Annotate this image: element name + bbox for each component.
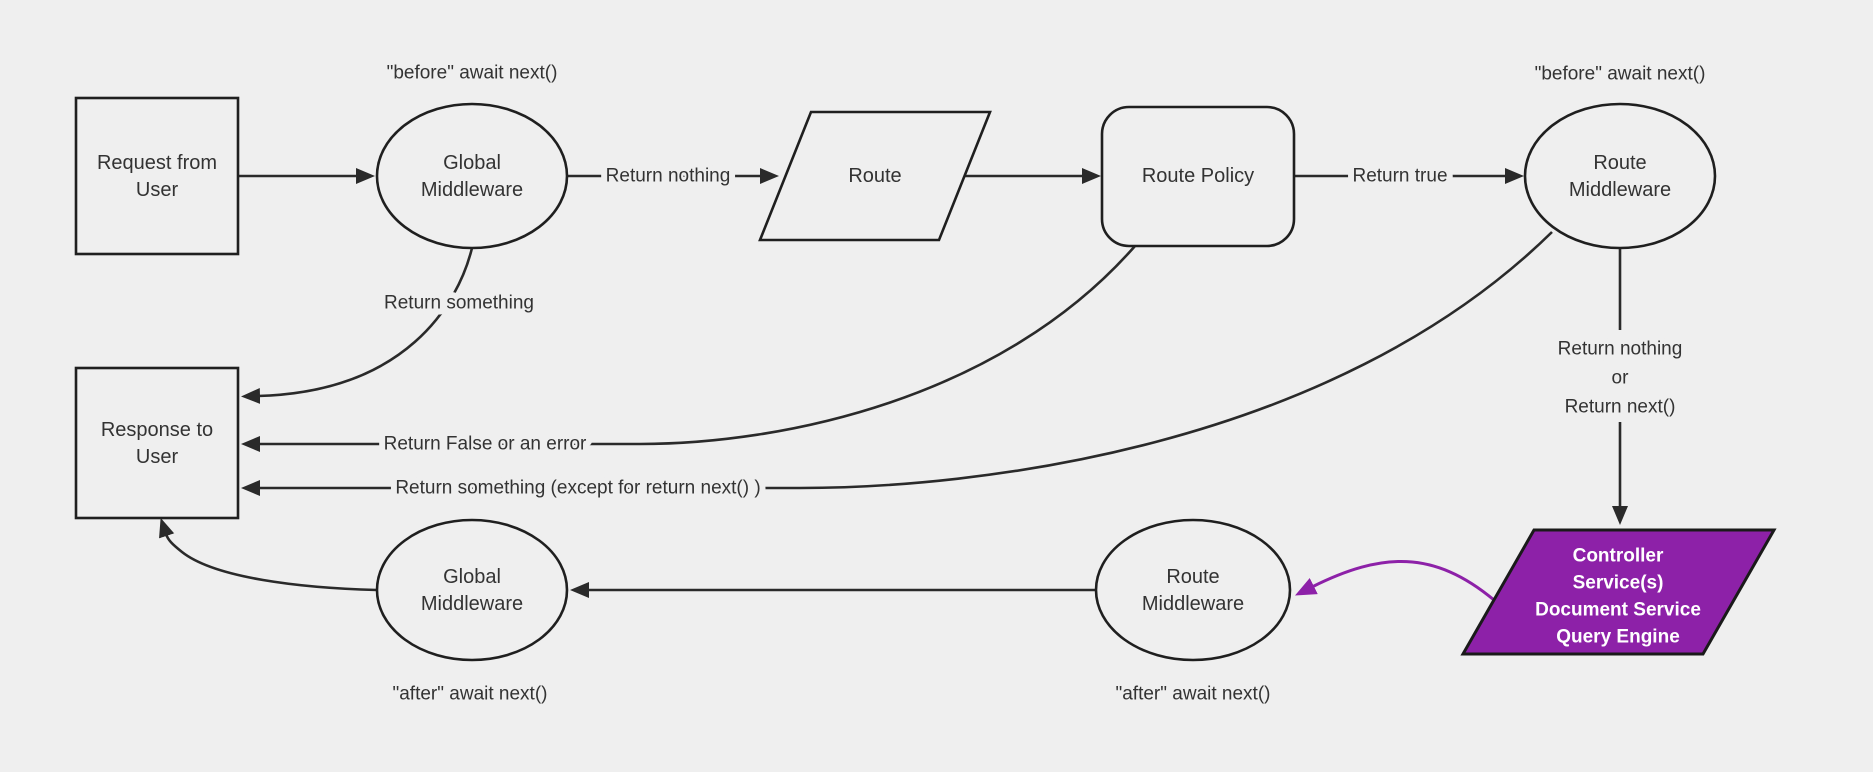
route-policy-box [1100, 105, 1296, 248]
response-to-user-label-line2: User [136, 446, 179, 468]
response-to-user-label-line1: Response to [101, 419, 213, 441]
edge-controller-to-route-middleware [1295, 559, 1495, 602]
edge-label-mask [1540, 330, 1700, 422]
node-global-middleware-top: Global Middleware [375, 102, 569, 250]
edge-route-policy-to-response [241, 245, 1136, 452]
node-controller-services: Controller Service(s) Document Service Q… [1460, 528, 1777, 656]
controller-parallelogram [1460, 528, 1777, 656]
route-label: Route [848, 165, 901, 187]
response-to-user-box [74, 366, 240, 520]
node-route-policy: Route Policy [1100, 105, 1296, 248]
controller-label-line1: Controller [1573, 546, 1664, 567]
node-global-middleware-bottom: Global Middleware [375, 518, 569, 662]
route-middleware-bottom-label-line2: Middleware [1142, 593, 1244, 615]
annotation-after-await-next-right: "after" await next() [1116, 684, 1271, 705]
edges [159, 168, 1628, 602]
route-middleware-bottom-label-line1: Route [1166, 566, 1219, 588]
route-policy-label: Route Policy [1142, 165, 1254, 187]
node-response-to-user: Response to User [74, 366, 240, 520]
node-route-middleware-top: Route Middleware [1523, 102, 1717, 250]
route-middleware-top-ellipse [1523, 102, 1717, 250]
global-middleware-top-ellipse [375, 102, 569, 250]
node-route: Route [758, 110, 992, 242]
label-return-something: Return something [384, 293, 534, 314]
node-route-middleware-bottom: Route Middleware [1094, 518, 1292, 662]
annotation-before-await-next-left: "before" await next() [387, 63, 558, 84]
edge-global-middleware-to-response [241, 247, 474, 404]
annotation-before-await-next-right: "before" await next() [1535, 64, 1706, 85]
route-middleware-bottom-ellipse [1094, 518, 1292, 662]
label-return-nothing: Return nothing [606, 166, 731, 187]
edge-route-middleware-to-response [241, 231, 1553, 496]
request-from-user-label-line2: User [136, 179, 179, 201]
global-middleware-bottom-label-line2: Middleware [421, 593, 523, 615]
label-return-false-or-error: Return False or an error [384, 434, 587, 455]
annotation-after-await-next-left: "after" await next() [393, 684, 548, 705]
route-middleware-top-label-line1: Route [1593, 152, 1646, 174]
request-from-user-box [74, 96, 240, 256]
annotations: "before" await next() "before" await nex… [387, 63, 1706, 705]
label-return-something-except: Return something (except for return next… [395, 478, 760, 499]
route-middleware-top-label-line2: Middleware [1569, 179, 1671, 201]
edge-global-middleware-to-response-bottom [159, 517, 378, 592]
label-return-true: Return true [1352, 166, 1447, 187]
edge-labels: Return nothing Return true Return someth… [378, 160, 1689, 505]
global-middleware-bottom-ellipse [375, 518, 569, 662]
controller-label-line4: Query Engine [1556, 627, 1680, 648]
controller-label-line2: Service(s) [1573, 573, 1664, 594]
label-return-nothing-or-line1: Return nothing [1558, 339, 1683, 360]
route-parallelogram [758, 110, 992, 242]
global-middleware-top-label-line1: Global [443, 152, 501, 174]
global-middleware-bottom-label-line1: Global [443, 566, 501, 588]
request-from-user-label-line1: Request from [97, 152, 217, 174]
controller-label-line3: Document Service [1535, 600, 1701, 621]
global-middleware-top-label-line2: Middleware [421, 179, 523, 201]
node-request-from-user: Request from User [74, 96, 240, 256]
label-return-nothing-or-line2: or [1612, 368, 1630, 389]
label-return-nothing-or-line3: Return next() [1565, 397, 1676, 418]
